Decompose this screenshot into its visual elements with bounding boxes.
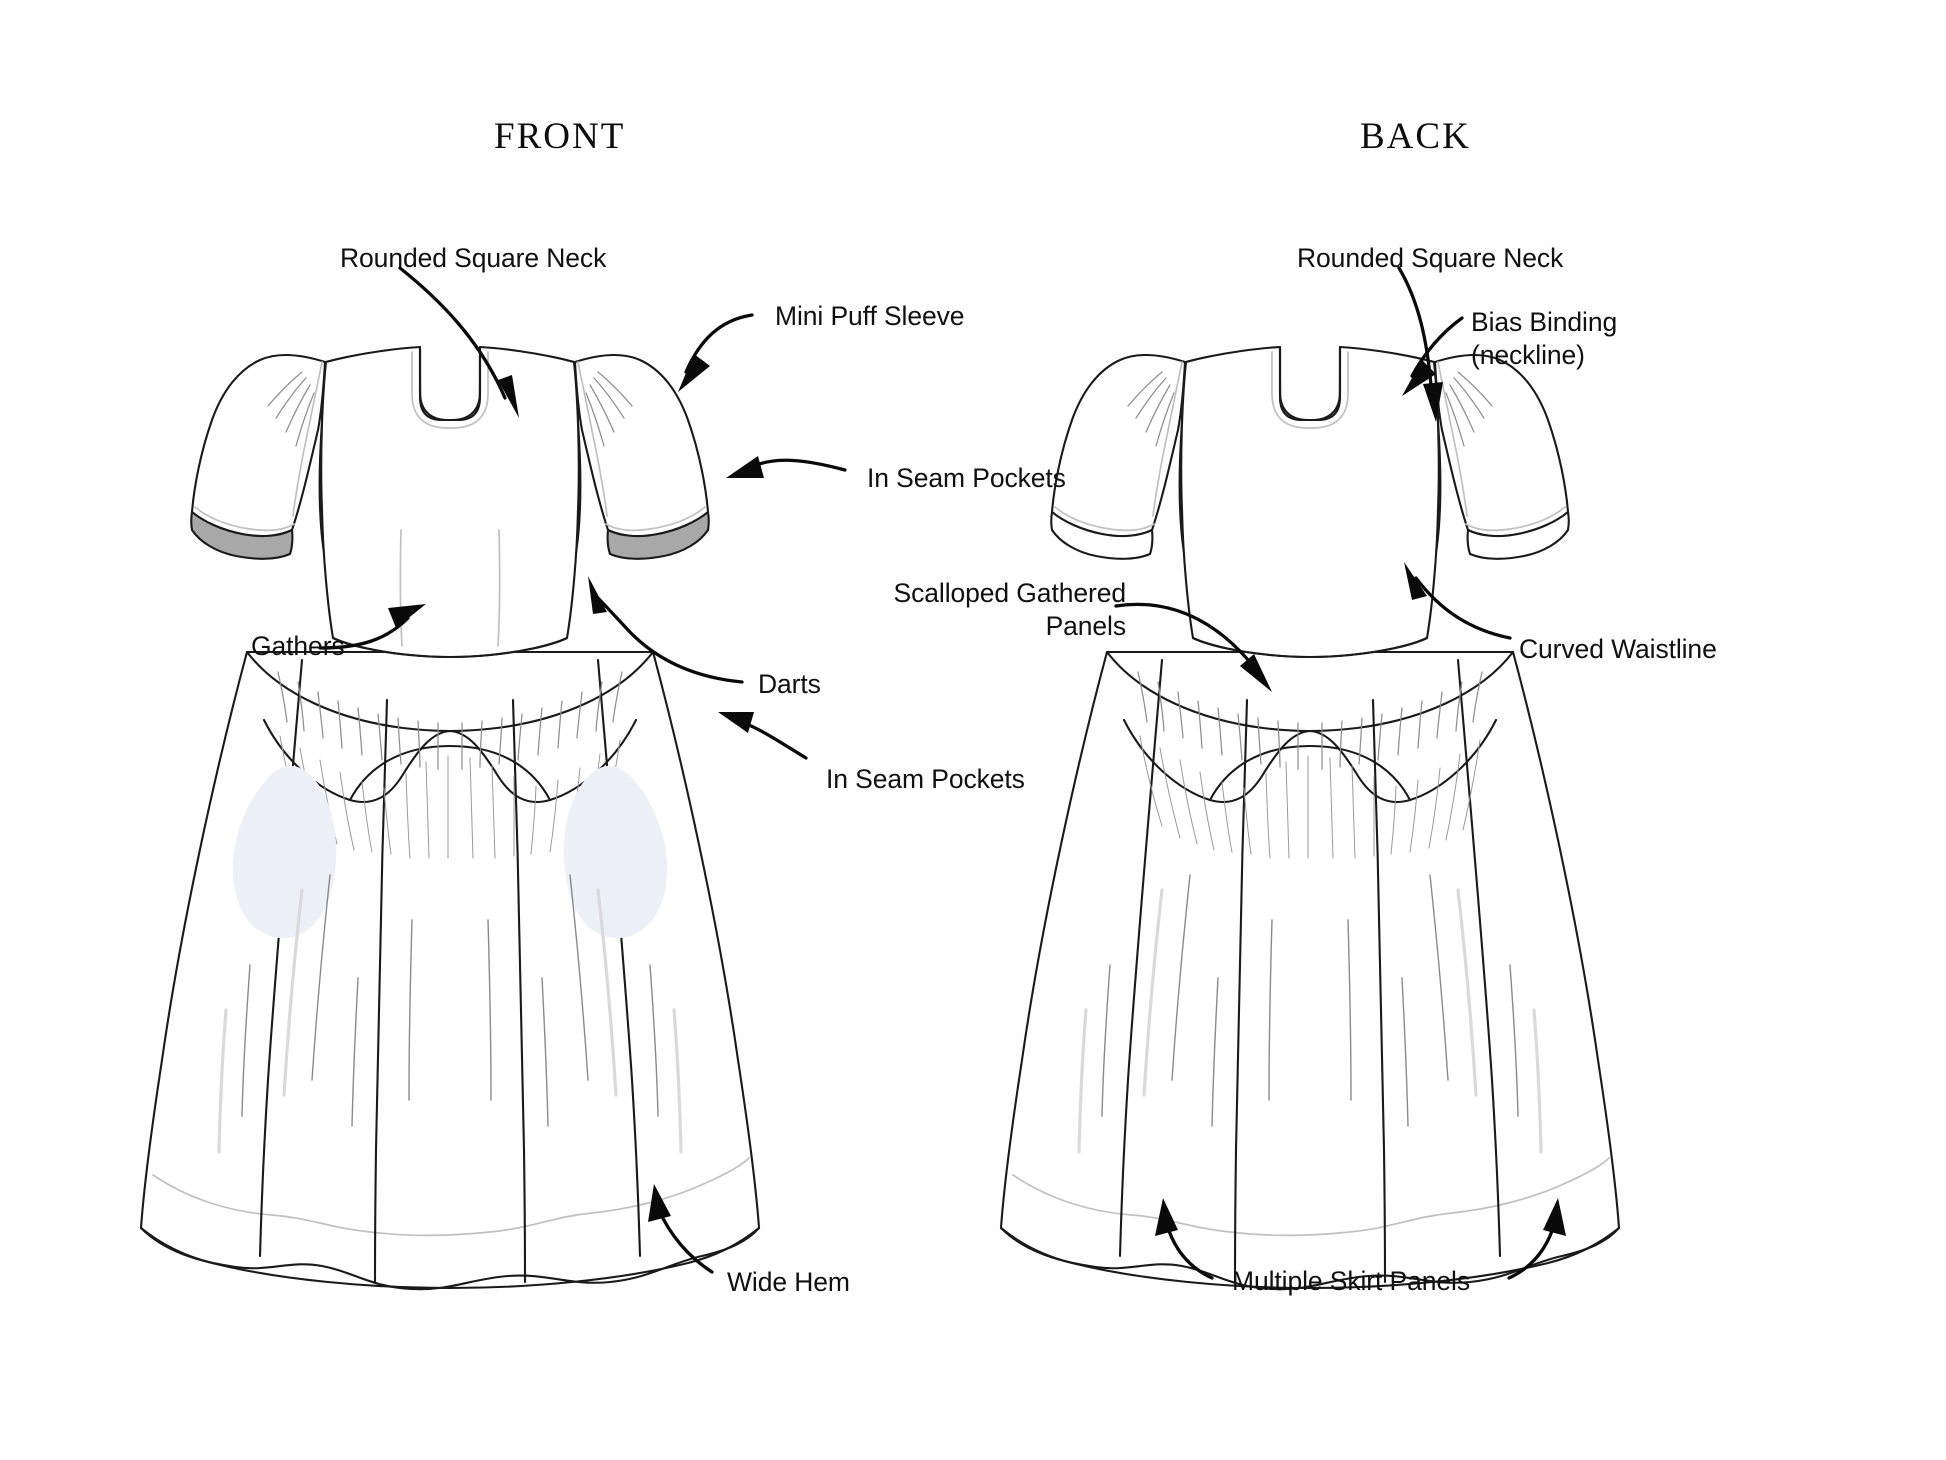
label-mini-puff-sleeve: Mini Puff Sleeve [775,301,965,331]
back-arrow-scalloped-gathered-panels [1114,602,1272,692]
back-view-title: BACK [1360,116,1471,157]
label-curved-waistline: Curved Waistline [1519,634,1717,664]
label-in-seam-pockets-sleeve: In Seam Pockets [867,463,1066,493]
label-bias-binding: Bias Binding (neckline) [1471,307,1618,370]
label-wide-hem: Wide Hem [727,1267,850,1297]
label-darts: Darts [758,669,821,699]
label-scalloped-gathered-panels: Scalloped Gathered Panels [893,578,1127,641]
label-gathers: Gathers [251,631,345,661]
front-view-title: FRONT [494,116,626,157]
back-arrow-curved-waistline [1404,562,1512,640]
front-arrow-in-seam-pockets-sleeve [726,456,847,478]
label-rounded-square-neck: Rounded Square Neck [340,243,607,273]
label-multiple-skirt-panels: Multiple Skirt Panels [1232,1266,1470,1296]
front-arrow-in-seam-pockets-skirt [718,712,808,760]
back-arrow-multiple-skirt-panels-right [1507,1198,1566,1280]
back-arrow-rounded-square-neck [1397,266,1443,422]
back-dress-figure [999,345,1621,1291]
front-arrow-gathers [318,604,426,650]
front-arrow-wide-hem [648,1184,714,1274]
label-in-seam-pockets-skirt: In Seam Pockets [826,764,1025,794]
front-arrow-rounded-square-neck [398,266,519,418]
front-arrow-darts [588,576,744,684]
front-arrow-mini-puff-sleeve [678,313,754,392]
back-arrow-multiple-skirt-panels-left [1155,1198,1214,1280]
label-rounded-square-neck-back: Rounded Square Neck [1297,243,1564,273]
front-dress-figure [139,345,761,1291]
back-arrow-bias-binding [1402,316,1464,396]
